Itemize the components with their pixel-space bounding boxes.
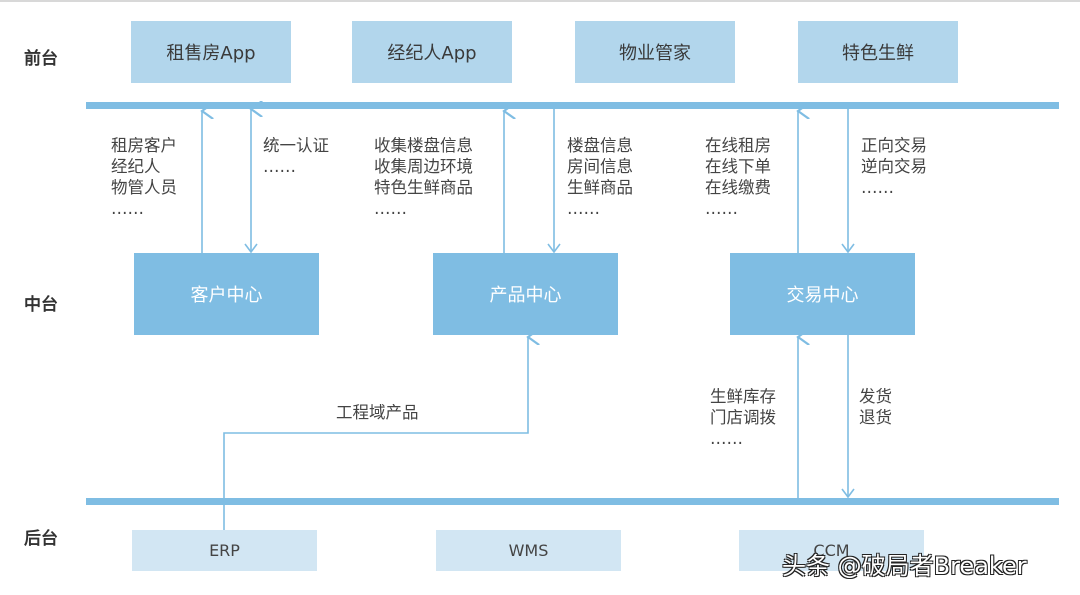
flow-note-customer-down: 统一认证 …… [263, 136, 329, 176]
back-system-wms: WMS [436, 530, 621, 571]
middle-center-customer: 客户中心 [134, 253, 319, 335]
flow-note-back-trade-up: 生鲜库存 门店调拨 …… [710, 387, 776, 448]
middle-center-trade: 交易中心 [730, 253, 915, 335]
front-app-fresh: 特色生鲜 [798, 21, 958, 83]
arrowhead-product-down [547, 243, 561, 254]
arrowhead-customer-down [244, 243, 258, 254]
front-app-property: 物业管家 [575, 21, 735, 83]
watermark: 头条 @破局者Breaker [782, 552, 1027, 580]
back-system-erp: ERP [132, 530, 317, 571]
flow-note-erp-product: 工程域产品 [336, 403, 419, 422]
front-bus [86, 102, 1059, 109]
front-app-rental: 租售房App [131, 21, 291, 83]
arrowhead-back-trade-down [841, 488, 855, 499]
tier-label-front: 前台 [24, 49, 58, 69]
tier-label-back: 后台 [24, 529, 58, 549]
middle-center-product: 产品中心 [433, 253, 618, 335]
tier-label-middle: 中台 [24, 295, 58, 315]
flow-note-trade-down: 正向交易 逆向交易 …… [861, 136, 927, 197]
flow-note-customer-up: 租房客户 经纪人 物管人员 …… [111, 136, 177, 218]
flow-note-trade-up: 在线租房 在线下单 在线缴费 …… [705, 136, 771, 218]
top-border [0, 0, 1080, 2]
arrowhead-trade-down [841, 243, 855, 254]
arrow-erp-product [223, 337, 528, 540]
flow-note-back-trade-down: 发货 退货 [859, 387, 892, 427]
front-app-agent: 经纪人App [352, 21, 512, 83]
flow-note-product-up: 收集楼盘信息 收集周边环境 特色生鲜商品 …… [374, 136, 473, 218]
back-bus [86, 498, 1059, 505]
flow-note-product-down: 楼盘信息 房间信息 生鲜商品 …… [567, 136, 633, 218]
back-system-ccm: CCM [739, 530, 924, 571]
